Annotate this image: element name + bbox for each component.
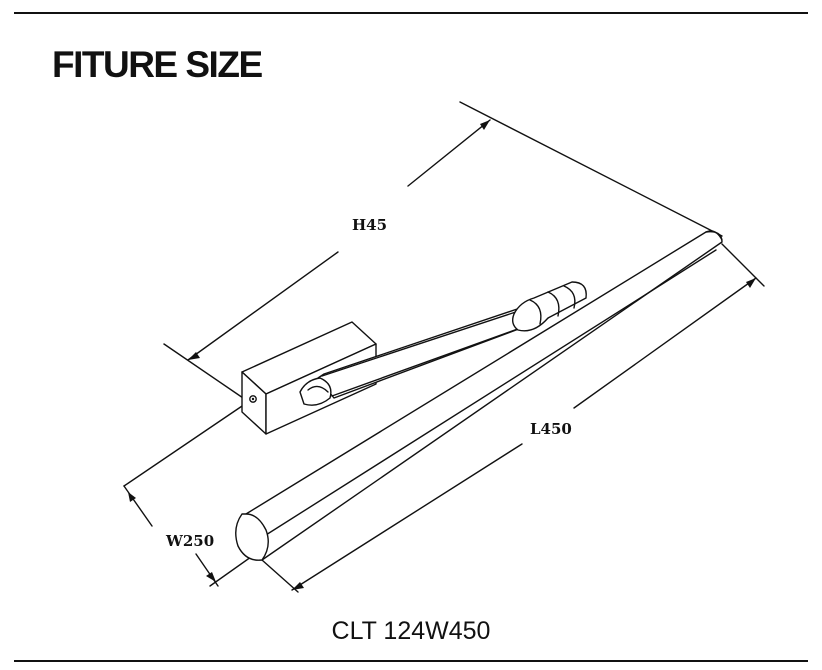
height-extension-line-bottom — [163, 343, 247, 401]
length-extension-line-left — [261, 559, 299, 593]
width-extension-line-upper — [123, 401, 249, 487]
length-label: L450 — [530, 420, 572, 438]
light-bar-end-cap — [235, 513, 269, 561]
length-dimension: L450 — [261, 243, 765, 593]
length-dimension-line-lower — [291, 443, 523, 591]
width-dimension: W250 — [123, 401, 259, 587]
top-divider — [14, 12, 808, 14]
height-arrow-bottom-icon — [188, 352, 200, 360]
model-code: CLT 124W450 — [331, 617, 491, 645]
length-dimension-line-upper — [573, 277, 757, 409]
length-extension-line-right — [721, 243, 765, 287]
height-extension-line-top — [459, 101, 723, 237]
width-label: W250 — [165, 532, 214, 550]
height-dimension: H45 — [163, 101, 723, 401]
height-label: H45 — [352, 216, 387, 234]
width-dimension-line-upper — [123, 485, 153, 527]
length-arrow-left-icon — [292, 582, 304, 590]
width-arrow-bottom-icon — [206, 572, 216, 582]
height-dimension-line-upper — [407, 119, 491, 187]
light-bar — [235, 230, 723, 561]
swing-arm — [299, 301, 549, 406]
width-arrow-top-icon — [128, 492, 136, 502]
mount-screw-icon — [249, 395, 257, 403]
arm-joint — [511, 281, 587, 332]
height-dimension-line-lower — [187, 251, 339, 361]
bottom-divider — [14, 660, 808, 662]
arm-knuckle-lower — [299, 377, 332, 406]
height-arrow-top-icon — [480, 120, 490, 130]
length-arrow-right-icon — [746, 278, 756, 288]
page-title: FITURE SIZE — [52, 44, 263, 85]
